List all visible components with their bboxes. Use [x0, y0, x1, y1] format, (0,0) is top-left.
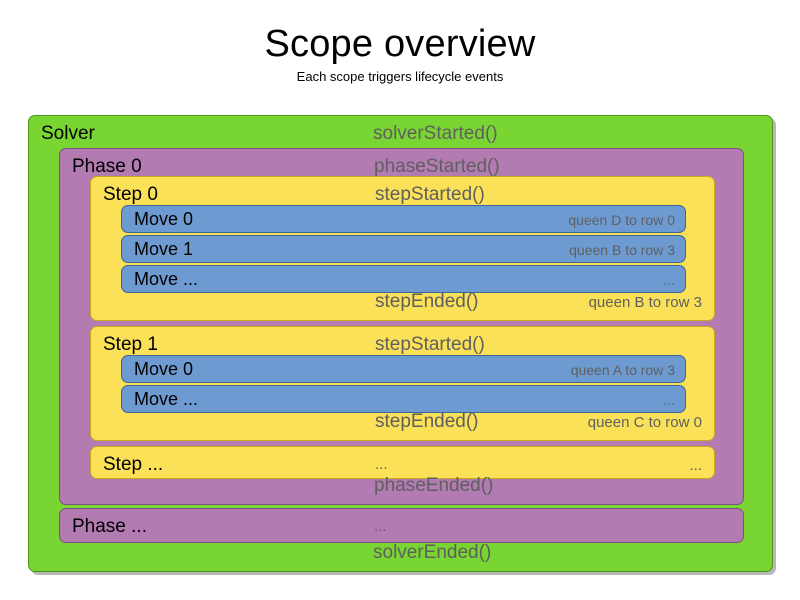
phase-ellipsis-label: Phase ... [72, 516, 147, 537]
step-ellipsis-label: Step ... [103, 454, 164, 475]
move-detail: queen B to row 3 [569, 242, 675, 258]
step-0-scope[interactable]: Step 0 stepStarted() Move 0 queen D to r… [90, 176, 715, 321]
move-row[interactable]: Move ... ... [121, 265, 686, 293]
step-ellipsis-center: ... [375, 456, 388, 473]
phase-ellipsis-row: Phase ... ... [60, 513, 743, 541]
page-header: Scope overview Each scope triggers lifec… [0, 0, 800, 86]
move-row[interactable]: Move 1 queen B to row 3 [121, 235, 686, 263]
page-title: Scope overview [264, 23, 536, 65]
move-label: Move 0 [134, 209, 194, 229]
move-label: Move ... [134, 389, 199, 409]
page-subtitle: Each scope triggers lifecycle events [296, 69, 504, 84]
solver-started-event: solverStarted() [373, 123, 498, 144]
solver-label: Solver [41, 123, 95, 144]
move-detail: ... [663, 392, 675, 408]
move-detail: queen A to row 3 [570, 362, 675, 378]
solver-header-row: Solver solverStarted() [29, 120, 772, 148]
move-row[interactable]: Move ... ... [121, 385, 686, 413]
step-ellipsis-row: Step ... ... ... [91, 451, 714, 479]
move-label: Move 0 [134, 359, 194, 379]
move-label: Move ... [134, 269, 199, 289]
move-detail: ... [663, 272, 675, 288]
phase-0-scope[interactable]: Phase 0 phaseStarted() Step 0 stepStarte… [59, 148, 744, 505]
phase-ellipsis-scope[interactable]: Phase ... ... [59, 508, 744, 543]
solver-footer-row: solverEnded() [29, 539, 772, 567]
solver-scope[interactable]: Solver solverStarted() Phase 0 phaseStar… [28, 115, 773, 572]
move-row[interactable]: Move 0 queen A to row 3 [121, 355, 686, 383]
step-1-scope[interactable]: Step 1 stepStarted() Move 0 queen A to r… [90, 326, 715, 441]
step-ellipsis-right: ... [689, 457, 702, 474]
step-ellipsis-scope[interactable]: Step ... ... ... [90, 446, 715, 479]
phase-ellipsis-center: ... [374, 518, 387, 535]
move-detail: queen D to row 0 [568, 212, 675, 228]
move-label: Move 1 [134, 239, 194, 259]
solver-ended-event: solverEnded() [373, 542, 492, 563]
move-row[interactable]: Move 0 queen D to row 0 [121, 205, 686, 233]
